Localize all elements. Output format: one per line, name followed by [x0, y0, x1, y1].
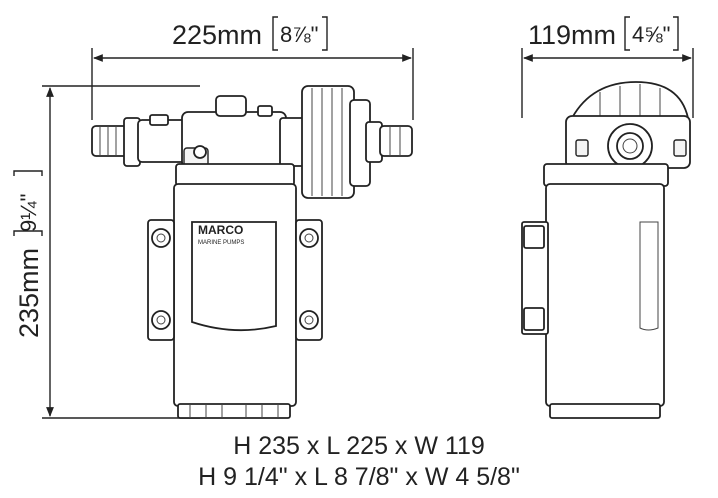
height-mm-label: 235mm	[14, 248, 44, 338]
width-dimension: 119mm 4⅝"	[521, 16, 694, 118]
length-mm-label: 225mm	[172, 20, 262, 50]
length-inch-label: 8⅞"	[280, 22, 318, 47]
brand-logo-tagline: MARINE PUMPS	[198, 240, 244, 246]
brand-logo-text: MARCO	[198, 223, 243, 237]
dimensions-caption-imperial: H 9 1/4" x L 8 7/8" x W 4 5/8"	[198, 463, 520, 491]
pump-side-view	[521, 81, 691, 419]
length-dimension: 225mm 8⅞"	[91, 16, 414, 120]
dimensions-caption-metric: H 235 x L 225 x W 119	[233, 432, 485, 460]
height-inch-label: 9¼"	[16, 194, 41, 232]
pump-front-view: MARCO MARINE PUMPS	[91, 85, 413, 419]
height-dimension: 235mm 9¼"	[13, 85, 200, 419]
width-inch-label: 4⅝"	[632, 22, 670, 47]
width-mm-label: 119mm	[528, 20, 616, 50]
